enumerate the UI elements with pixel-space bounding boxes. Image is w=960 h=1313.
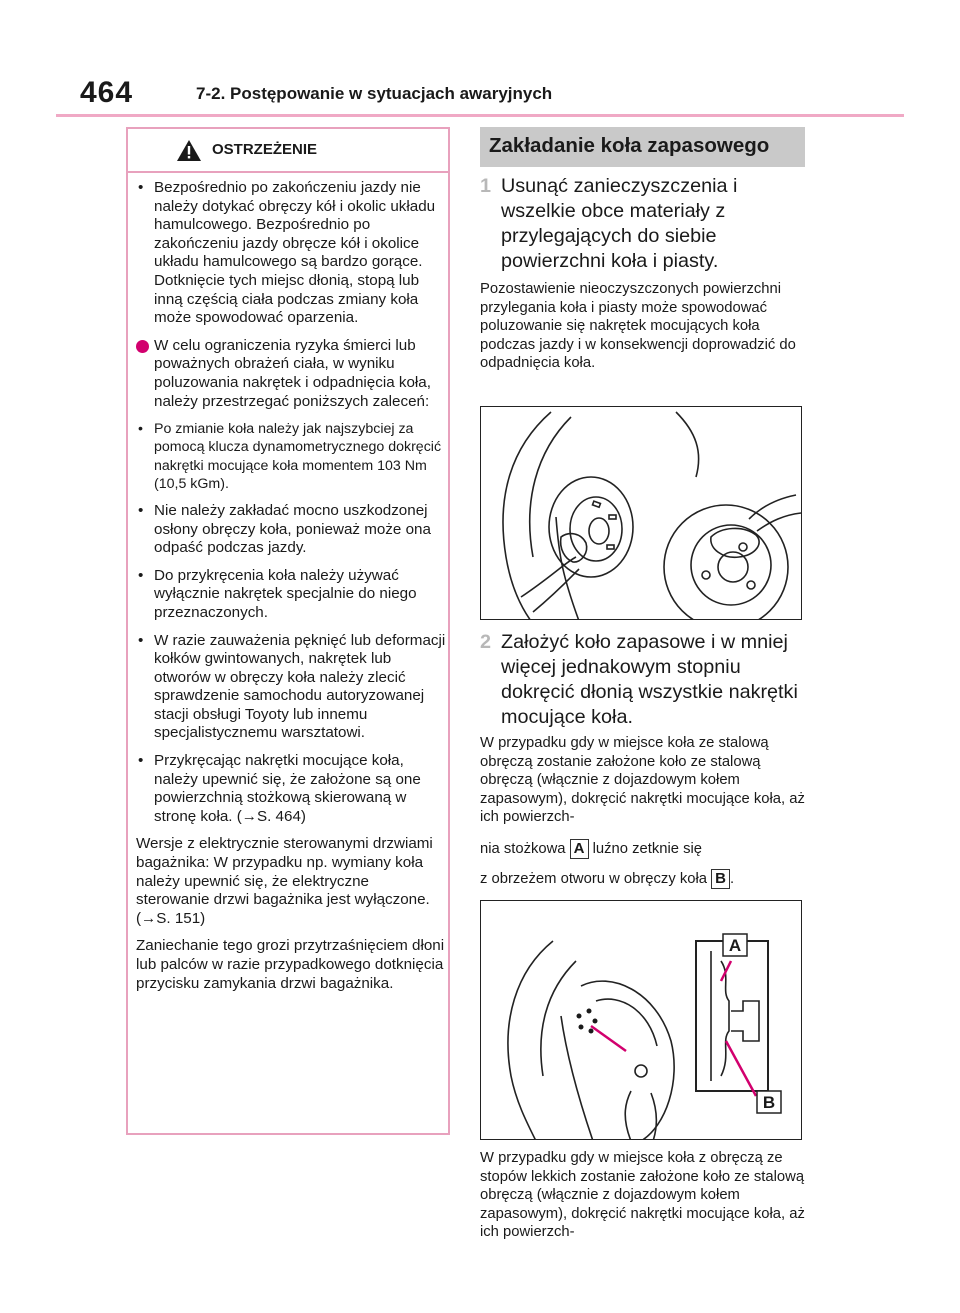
- bottom-description: W przypadku gdy w miejsce koła z obręczą…: [480, 1150, 805, 1241]
- wheel-nut-illustration: A B: [507, 933, 782, 1139]
- warning-paragraph: Zaniechanie tego grozi przytrzaśnięciem …: [136, 937, 445, 992]
- inline-text: .: [729, 871, 735, 887]
- figure-cleaning-hub: [480, 406, 802, 620]
- warning-bullet: •Bezpośrednio po zakończeniu jazdy nie n…: [138, 179, 436, 327]
- label-b: B: [711, 869, 730, 889]
- subbullet-text: Nie należy zakładać mocno uszkodzonej os…: [154, 501, 431, 557]
- main-point-text: W celu ograniczenia ryzyka śmierci lub p…: [154, 336, 431, 410]
- warning-separator: [128, 171, 448, 173]
- section-title: 7-2. Postępowanie w sytuacjach awaryjnyc…: [196, 84, 553, 103]
- step-1: 1 Usunąć zanieczyszczenia i wszelkie obc…: [480, 174, 805, 274]
- figure-label-b: B: [763, 1093, 775, 1112]
- red-bullet-icon: [136, 339, 149, 353]
- inline-line-b: z obrzeżem otworu w obręczy koła B.: [480, 869, 734, 889]
- step-1-description: Pozostawienie nieoczyszczonych powierzch…: [480, 281, 796, 372]
- inline-line-a: nia stożkowa A luźno zetknie się: [480, 839, 702, 859]
- step-2-description: W przypadku gdy w miejsce koła ze stalow…: [480, 735, 805, 826]
- subbullet-text: Po zmianie koła należy jak najszybciej z…: [154, 421, 442, 492]
- subbullet-text: W razie zauważenia pęknięć lub deformacj…: [154, 631, 446, 742]
- step-2: 2 Założyć koło zapasowe i w mniej więcej…: [480, 630, 805, 730]
- subbullet-text: Przykręcając nakrętki mocujące koła, nal…: [154, 752, 421, 825]
- warning-subbullet: •Przykręcając nakrętki mocujące koła, na…: [138, 752, 421, 825]
- warning-title: OSTRZEŻENIE: [212, 141, 318, 158]
- label-a: A: [569, 839, 589, 859]
- page-header: 464 7-2. Postępowanie w sytuacjach awary…: [80, 76, 890, 110]
- inline-text: z obrzeżem otworu w obręczy koła: [480, 871, 707, 887]
- header-rule: [56, 114, 904, 117]
- inline-text: nia stożkowa: [480, 841, 566, 857]
- warning-subbullet: •W razie zauważenia pęknięć lub deformac…: [138, 631, 446, 742]
- step-number: 2: [480, 631, 492, 653]
- bullet-text: Bezpośrednio po zakończeniu jazdy nie na…: [154, 179, 436, 327]
- section-heading: Zakładanie koła zapasowego: [489, 134, 770, 157]
- warning-box: OSTRZEŻENIE •Bezpośrednio po zakończeniu…: [126, 127, 450, 1135]
- warning-subbullet: •Do przykręcenia koła należy używać wyłą…: [138, 566, 417, 621]
- warning-paragraph: Wersje z elektrycznie sterowanymi drzwia…: [136, 835, 433, 927]
- step-number: 1: [480, 175, 492, 197]
- page-number: 464: [80, 76, 134, 109]
- warning-body: •Bezpośrednio po zakończeniu jazdy nie n…: [136, 179, 446, 1002]
- warning-main-point: W celu ograniczenia ryzyka śmierci lub p…: [136, 337, 446, 411]
- cleaning-illustration: [502, 411, 801, 619]
- inline-text: luźno zetknie się: [592, 841, 703, 857]
- warning-subbullet: •Po zmianie koła należy jak najszybciej …: [138, 421, 442, 492]
- step-text: Usunąć zanieczyszczenia i wszelkie obce …: [501, 175, 738, 272]
- warning-triangle-icon: [177, 140, 201, 161]
- step-text: Założyć koło zapasowe i w mniej więcej j…: [501, 631, 798, 728]
- figure-wheel-nut: A B: [480, 900, 802, 1140]
- subbullet-text: Do przykręcenia koła należy używać wyłąc…: [154, 566, 417, 621]
- warning-subbullet: •Nie należy zakładać mocno uszkodzonej o…: [138, 501, 431, 557]
- figure-label-a: A: [729, 936, 741, 955]
- warning-header: OSTRZEŻENIE: [128, 129, 448, 171]
- section-heading-bar: Zakładanie koła zapasowego: [480, 127, 805, 167]
